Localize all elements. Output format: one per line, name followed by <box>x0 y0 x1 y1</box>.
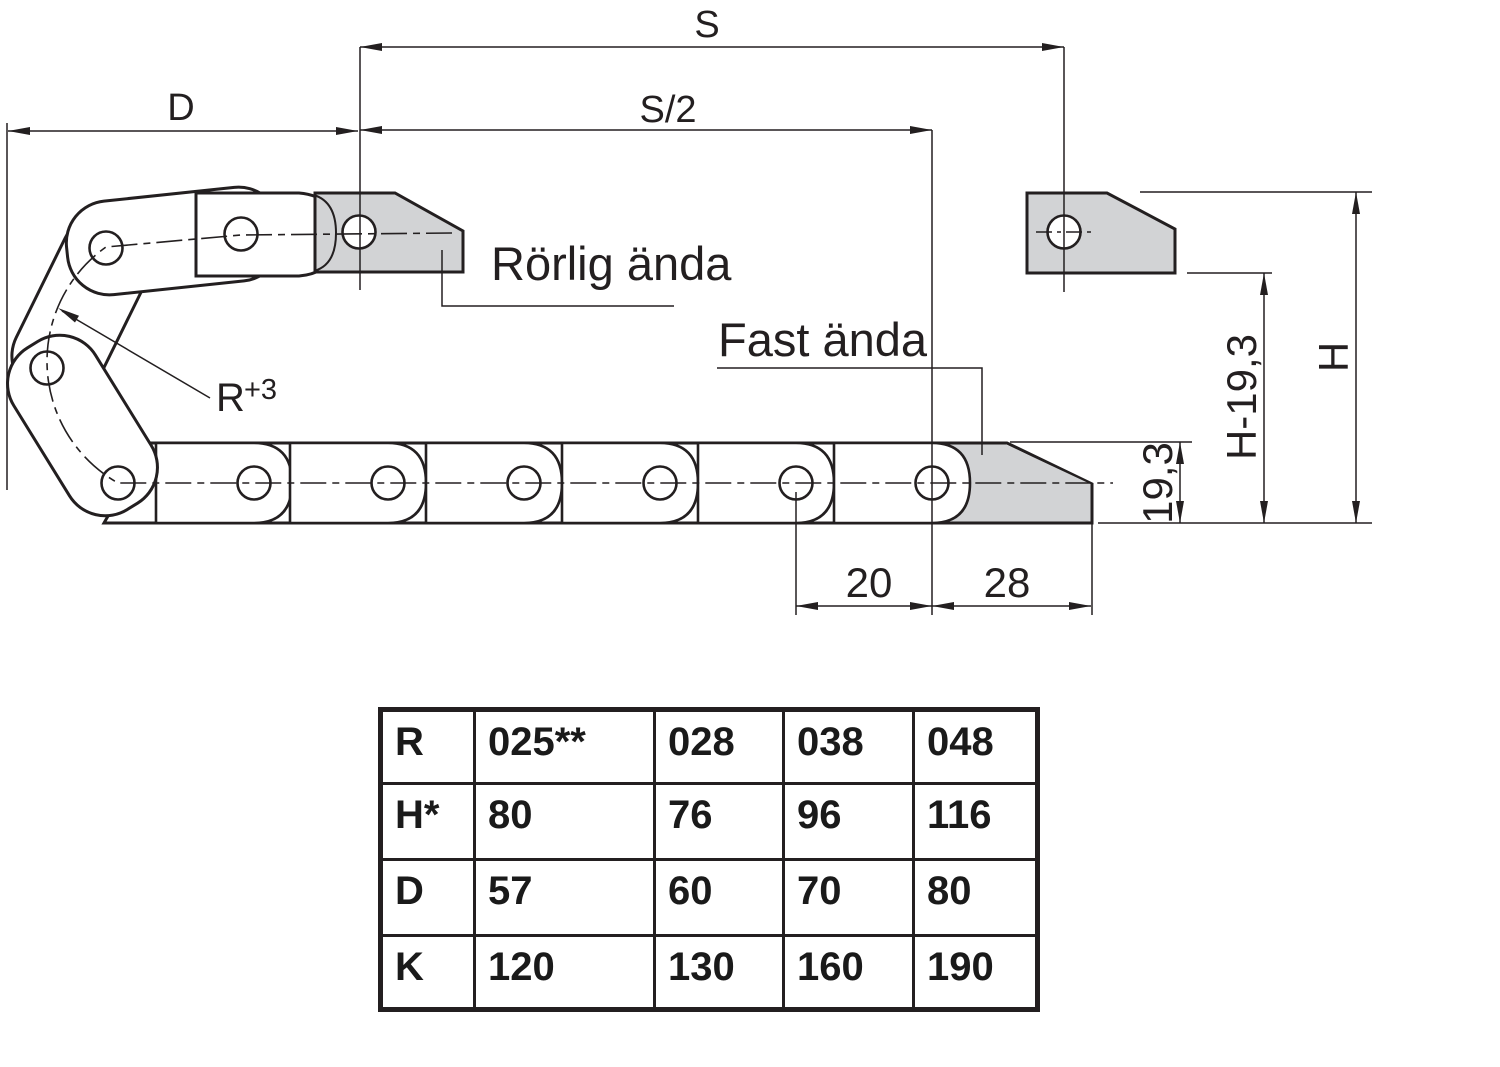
table-cell: 60 <box>653 858 785 937</box>
table-cell: 96 <box>782 782 915 861</box>
arrowhead <box>360 126 382 134</box>
label-S2: S/2 <box>639 89 696 131</box>
label-fixed-end: Fast ända <box>718 313 928 366</box>
leader-fixed-end <box>717 367 983 455</box>
label-H-19-3: H-19,3 <box>1218 334 1265 460</box>
label-R: R <box>216 376 245 420</box>
row-label: R <box>378 707 476 785</box>
table-row: R 025** 028 038 048 <box>378 707 1040 785</box>
arrowhead <box>336 127 358 135</box>
pivot-hole <box>223 216 259 252</box>
arrowhead <box>1260 501 1268 523</box>
table-cell: 57 <box>473 858 656 937</box>
movable-end-assembly <box>313 191 465 274</box>
label-20: 20 <box>846 559 893 606</box>
table-cell: 116 <box>912 782 1040 861</box>
table-cell: 80 <box>912 858 1040 937</box>
arrowhead <box>1042 43 1064 51</box>
table-cell: 048 <box>912 707 1040 785</box>
arrowhead <box>796 602 818 610</box>
spec-table: R 025** 028 038 048 H* 80 76 96 116 D 57… <box>378 707 1040 1012</box>
label-movable-end: Rörlig ända <box>491 237 732 290</box>
arrowhead <box>910 126 932 134</box>
arrowhead <box>1176 442 1184 464</box>
centerlines <box>46 231 1113 484</box>
table-cell: 028 <box>653 707 785 785</box>
table-cell: 038 <box>782 707 915 785</box>
table-cell: 120 <box>473 934 656 1012</box>
link-end-curve <box>313 194 338 272</box>
table-row: D 57 60 70 80 <box>378 858 1040 937</box>
table-cell: 76 <box>653 782 785 861</box>
row-label: K <box>378 934 476 1012</box>
dimension-lines <box>6 46 1372 615</box>
row-label: H* <box>378 782 476 861</box>
arrowheads <box>8 43 1360 610</box>
table-cell: 190 <box>912 934 1040 1012</box>
chain-centerline <box>46 232 1113 484</box>
table-cell: 80 <box>473 782 656 861</box>
arrowhead <box>1176 501 1184 523</box>
table-cell: 130 <box>653 934 785 1012</box>
label-28: 28 <box>984 559 1031 606</box>
table-cell: 70 <box>782 858 915 937</box>
table-row: H* 80 76 96 116 <box>378 782 1040 861</box>
arrowhead <box>1260 273 1268 295</box>
table-cell: 025** <box>473 707 656 785</box>
arrowhead <box>910 602 932 610</box>
arrowhead <box>58 308 79 323</box>
table-cell: 160 <box>782 934 915 1012</box>
label-S: S <box>694 4 719 46</box>
arrowhead <box>8 127 30 135</box>
arrowhead <box>1352 192 1360 214</box>
row-label: D <box>378 858 476 937</box>
leader-radius <box>61 310 211 399</box>
pivot-hole <box>88 230 124 266</box>
label-19-3: 19,3 <box>1134 442 1181 524</box>
table-row: K 120 130 160 190 <box>378 934 1040 1012</box>
arrowhead <box>360 43 382 51</box>
arrowhead <box>1352 501 1360 523</box>
label-D: D <box>167 87 194 129</box>
label-H: H <box>1310 342 1357 372</box>
dimension-labels: S S/2 D R +3 Rörlig ända Fast ända 20 28… <box>167 4 1357 606</box>
movable-end-bracket <box>313 191 465 274</box>
leader-movable-end <box>441 250 674 307</box>
arrowhead <box>932 602 954 610</box>
label-R-sup: +3 <box>244 374 277 406</box>
pivot-hole <box>341 214 377 250</box>
arrowhead <box>1069 602 1091 610</box>
